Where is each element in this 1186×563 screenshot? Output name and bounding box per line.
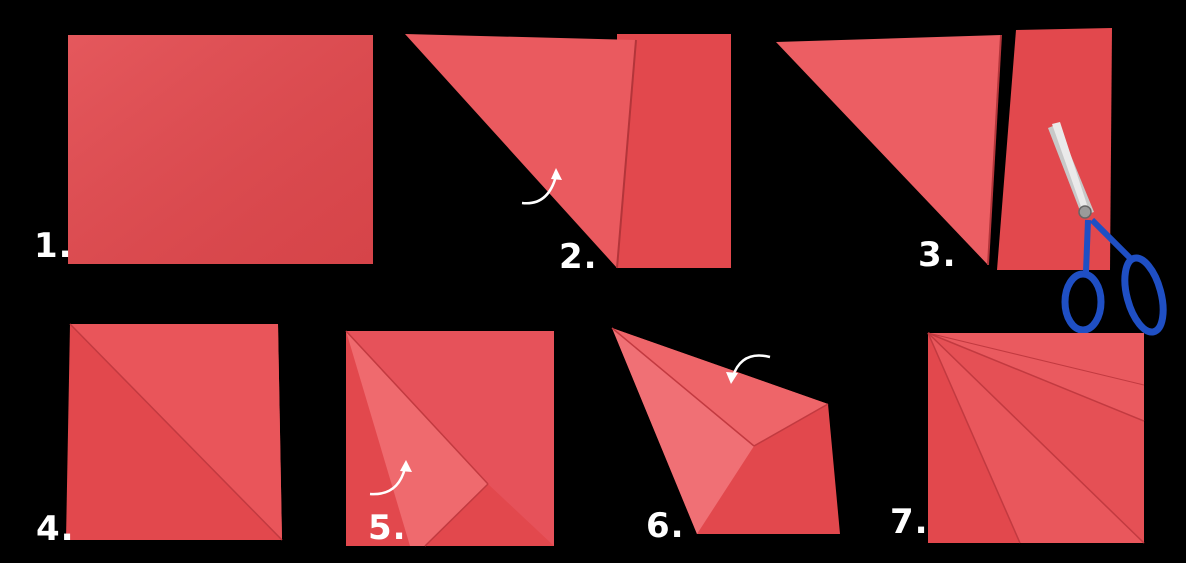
step-6-label: 6. — [646, 509, 685, 543]
step-1-paper-sheet — [68, 35, 373, 264]
step-7-unfolded-creases — [928, 333, 1144, 543]
step-4-label: 4. — [36, 512, 75, 546]
step-1-label: 1. — [34, 229, 73, 263]
step-3-label: 3. — [918, 238, 957, 272]
step-5-label: 5. — [368, 511, 407, 545]
step-2-label: 2. — [559, 240, 598, 274]
step-4-creased-square — [66, 324, 282, 540]
step-7-label: 7. — [890, 505, 929, 539]
